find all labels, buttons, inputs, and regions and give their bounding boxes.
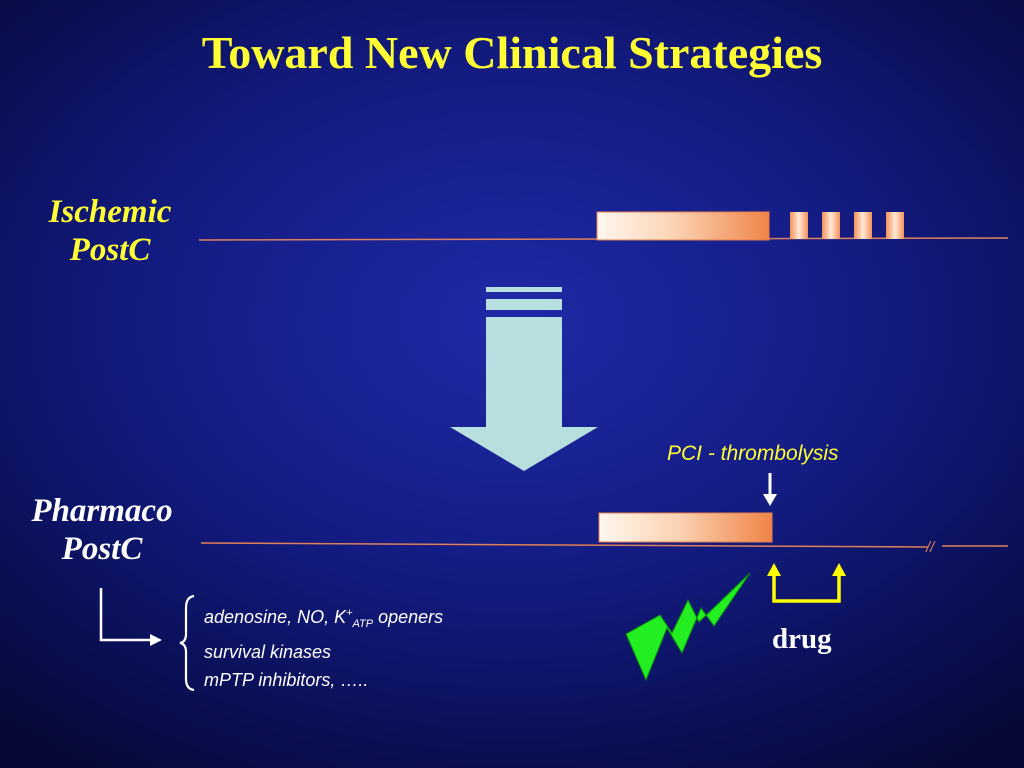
mechanism-item: adenosine, NO, K+ATP openers bbox=[204, 599, 443, 638]
drug-up-arrow-icon-2 bbox=[832, 563, 846, 576]
slide-title: Toward New Clinical Strategies bbox=[201, 27, 823, 78]
reperfusion-cycle-2 bbox=[822, 212, 840, 239]
mechanism-item: mPTP inhibitors, ….. bbox=[204, 670, 369, 690]
mechanism-text: adenosine, NO, K bbox=[204, 607, 347, 627]
ischemic-label-line1: Ischemic bbox=[48, 194, 172, 230]
pharmaco-postc-label: Pharmaco PostC bbox=[12, 492, 192, 569]
pci-thrombolysis-label: PCI - thrombolysis bbox=[667, 442, 839, 465]
reperfusion-cycle-4 bbox=[886, 212, 904, 239]
reperfusion-cycle-1 bbox=[790, 212, 808, 239]
big-down-arrow-icon bbox=[450, 287, 598, 471]
curly-brace-icon bbox=[179, 594, 195, 692]
pharmaco-ischemia-block bbox=[598, 512, 773, 543]
drug-administration-markers bbox=[772, 575, 841, 603]
mechanisms-list: adenosine, NO, K+ATP openers survival ki… bbox=[204, 599, 443, 694]
drug-up-arrow-icon bbox=[767, 563, 781, 576]
timeline-break-mark: // bbox=[925, 539, 936, 556]
pci-down-arrow-icon bbox=[763, 473, 777, 506]
mechanism-sup: + bbox=[346, 607, 353, 619]
mechanism-item: survival kinases bbox=[204, 642, 332, 662]
ischemic-postc-label: Ischemic PostC bbox=[30, 193, 190, 270]
bracket-arrow-icon bbox=[99, 588, 162, 646]
ischemic-label-line2: PostC bbox=[69, 232, 151, 269]
mechanism-sub: ATP bbox=[352, 618, 374, 630]
mechanism-text-end: openers bbox=[373, 607, 444, 627]
pharmaco-timeline bbox=[200, 542, 929, 548]
drug-label: drug bbox=[772, 623, 832, 655]
ischemia-block bbox=[596, 211, 770, 241]
pharmaco-label-line1: Pharmaco bbox=[31, 493, 173, 529]
lightning-bolt-icon bbox=[625, 572, 751, 682]
reperfusion-cycle-3 bbox=[854, 212, 872, 239]
pharmaco-label-line2: PostC bbox=[61, 531, 143, 568]
